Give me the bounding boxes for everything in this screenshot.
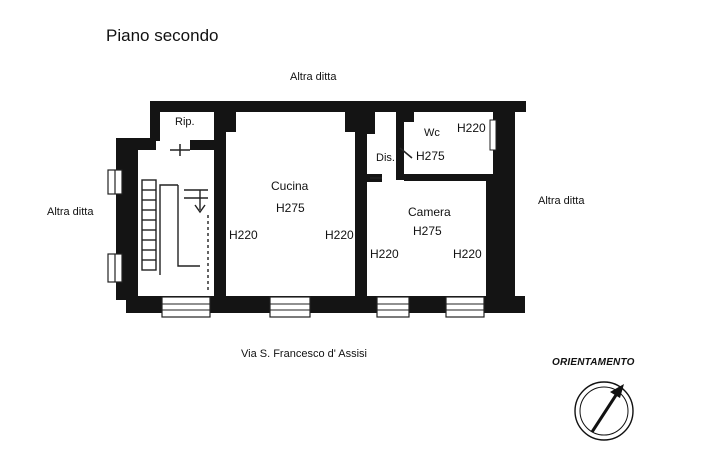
label-left-neighbor: Altra ditta	[47, 206, 94, 218]
room-dis-height: H275	[416, 149, 445, 163]
room-cucina-height: H275	[276, 201, 305, 215]
room-camera-left-height: H220	[370, 247, 399, 261]
label-right-neighbor: Altra ditta	[538, 195, 585, 207]
room-dis-label: Dis.	[376, 152, 395, 164]
wall-rip-bottom	[190, 140, 218, 150]
wall-right	[493, 101, 515, 313]
north-arrow-icon	[574, 381, 634, 441]
wall-bottom	[126, 296, 525, 313]
room-camera-label: Camera	[408, 205, 451, 219]
page-title: Piano secondo	[106, 26, 219, 45]
window-left-upper	[107, 169, 123, 195]
room-cucina-right-height: H220	[325, 228, 354, 242]
orientation-label: ORIENTAMENTO	[552, 357, 635, 368]
wall-rip-right	[214, 101, 226, 147]
room-camera-height: H275	[413, 224, 442, 238]
label-street: Via S. Francesco d' Assisi	[241, 348, 368, 360]
room-cucina-label: Cucina	[271, 179, 309, 193]
window-left-lower	[107, 253, 123, 283]
wall-top-left	[150, 101, 160, 141]
wall-left-top	[116, 138, 156, 150]
window-bottom-3	[376, 296, 410, 318]
room-cucina-left-height: H220	[229, 228, 258, 242]
room-rip-label: Rip.	[175, 116, 195, 128]
wall-top	[150, 101, 526, 112]
wall-wc-left	[396, 110, 404, 180]
room-wc-height: H220	[457, 121, 486, 135]
staircase	[141, 179, 209, 290]
window-wc-right	[489, 119, 497, 151]
wall-camera-right	[486, 180, 496, 300]
room-camera-right-height: H220	[453, 247, 482, 261]
wall-stair-right	[214, 140, 226, 300]
room-wc-label: Wc	[424, 127, 440, 139]
label-top-neighbor: Altra ditta	[290, 71, 337, 83]
window-bottom-2	[269, 296, 311, 318]
wall-kitchen-right	[355, 101, 367, 301]
wall-wc-bottom	[404, 174, 498, 181]
window-bottom-4	[445, 296, 485, 318]
window-bottom-1	[161, 296, 211, 318]
